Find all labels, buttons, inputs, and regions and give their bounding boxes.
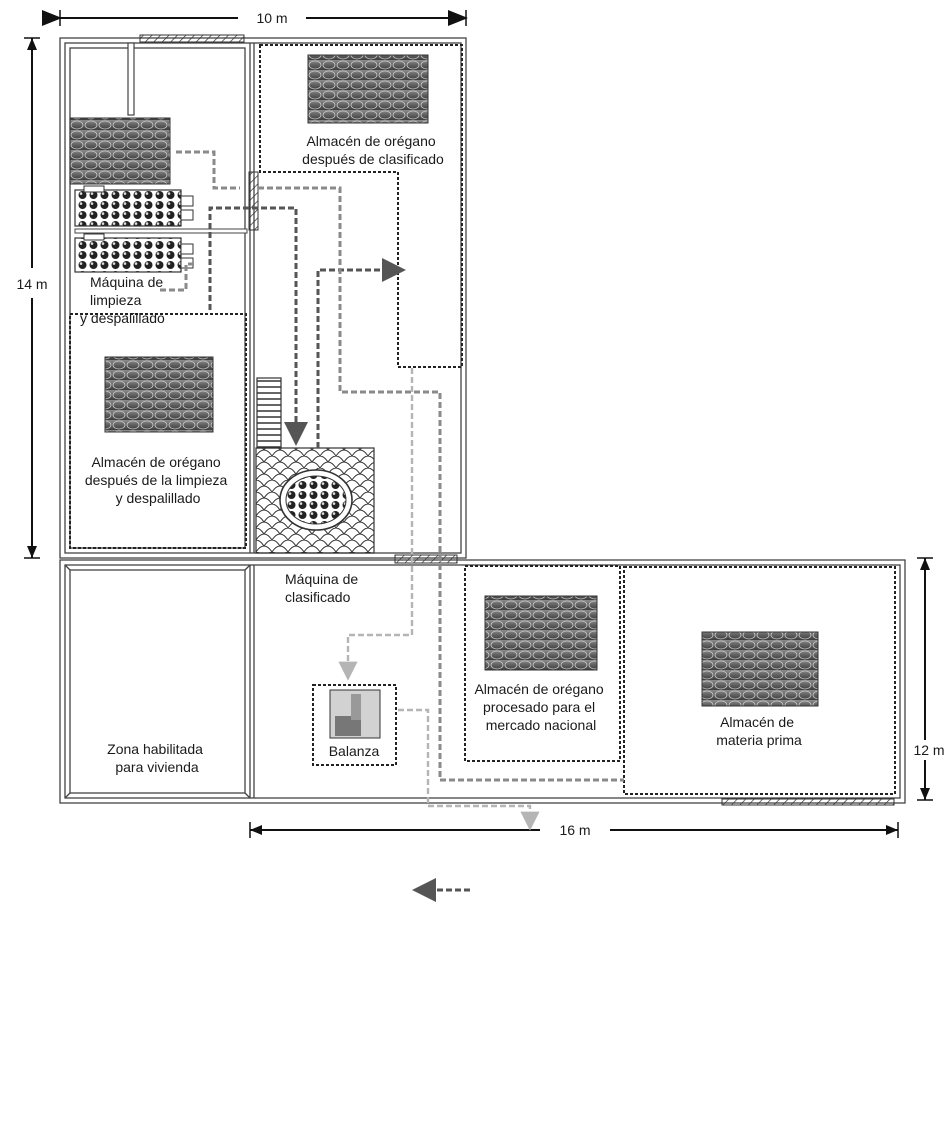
sorting-machine (255, 447, 375, 554)
flow-mid (160, 150, 624, 782)
zone-materia-prima (623, 566, 896, 795)
photo-materia-prima (701, 631, 819, 707)
photo-almacen-limpieza (104, 356, 214, 433)
label-materia-prima: Almacén de materia prima (716, 714, 802, 748)
door-top (139, 34, 245, 43)
dimension-bottom: 16 m (249, 822, 899, 838)
label-almacen-clasificado: Almacén de orégano después de clasificad… (302, 133, 444, 167)
dimension-right: 12 m (913, 557, 945, 801)
door-interior (248, 171, 259, 231)
photo-almacen-nacional (484, 595, 598, 671)
label-maquina-limpieza: Máquina de limpieza y despalillado (80, 274, 167, 326)
dim-right-label: 12 m (913, 742, 944, 758)
photos (69, 54, 819, 707)
label-balanza: Balanza (329, 743, 380, 759)
doors (139, 34, 895, 806)
dim-bottom-label: 16 m (559, 822, 590, 838)
dim-top-label: 10 m (256, 10, 287, 26)
zone-almacen-clasificado (259, 44, 463, 368)
cleaning-machine-unit-1 (74, 189, 182, 227)
flow-light (338, 368, 540, 831)
balanza-area: Balanza (329, 689, 381, 759)
dimension-left: 14 m (16, 37, 48, 559)
label-maquina-clasificado: Máquina de clasificado (285, 571, 362, 605)
stairs (256, 377, 282, 449)
label-zona-vivienda: Zona habilitada para vivienda (107, 741, 207, 775)
partition-wall (127, 42, 135, 116)
zone-almacen-nacional (464, 565, 621, 762)
door-middle (394, 554, 458, 564)
label-almacen-nacional: Almacén de orégano procesado para el mer… (474, 681, 607, 733)
cleaning-machine (74, 185, 248, 273)
door-bottom (721, 798, 895, 806)
photo-almacen-clasificado (307, 54, 429, 124)
label-almacen-limpieza: Almacén de orégano después de la limpiez… (85, 454, 231, 506)
cleaning-machine-unit-2 (74, 237, 182, 273)
zone-almacen-limpieza (69, 313, 247, 549)
flow-dark (208, 206, 470, 902)
dim-left-label: 14 m (16, 276, 47, 292)
photo-almacen-entrada (69, 117, 171, 185)
dimension-top: 10 m (42, 10, 468, 26)
zone-balanza (312, 684, 397, 766)
